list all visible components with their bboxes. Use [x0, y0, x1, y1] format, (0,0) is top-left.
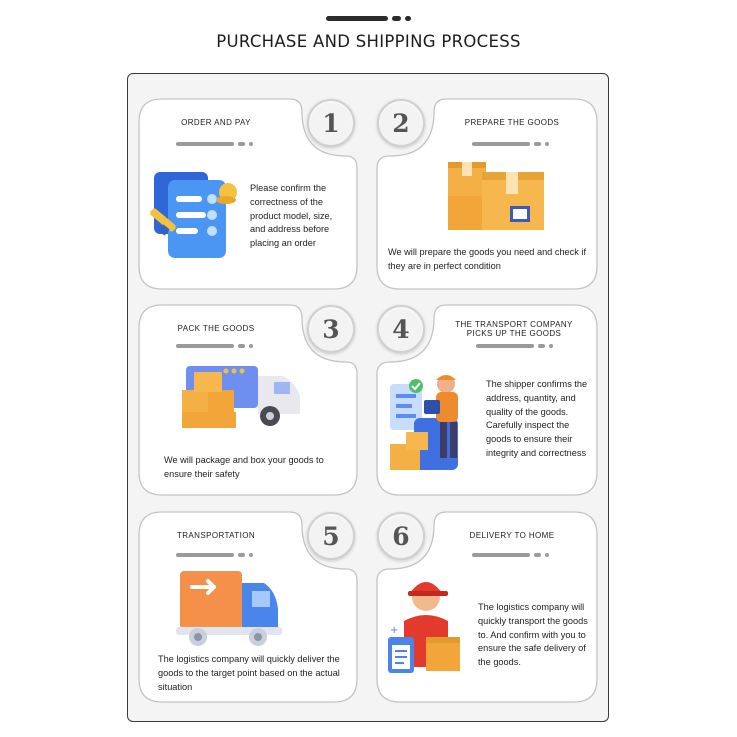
step-number-2: 2	[377, 99, 425, 147]
step-card-1: ORDER AND PAY Please confirm the correct…	[138, 98, 358, 290]
step-title: ORDER AND PAY	[181, 118, 251, 127]
title-underline	[472, 553, 554, 558]
packed-truck-icon	[182, 366, 300, 428]
step-card-4: THE TRANSPORT COMPANY PICKS UP THE GOODS…	[376, 304, 598, 496]
step-description: The logistics company will quickly trans…	[478, 602, 588, 668]
step-title-line-2: PICKS UP THE GOODS	[466, 329, 562, 338]
step-number-5: 5	[307, 512, 355, 560]
svg-text:+: +	[390, 625, 398, 636]
top-decoration	[326, 16, 412, 22]
order-form-icon	[150, 172, 237, 258]
step-description: The shipper confirms the address, quanti…	[486, 379, 588, 458]
title-underline	[176, 344, 258, 349]
step-title: TRANSPORTATION	[176, 531, 256, 540]
step-card-3: PACK THE GOODS We will package and box y…	[138, 304, 358, 496]
step-number-3: 3	[307, 305, 355, 353]
step-title: PREPARE THE GOODS	[464, 118, 560, 127]
step-title-line-1: THE TRANSPORT COMPANY	[455, 320, 573, 329]
title-underline	[176, 142, 258, 147]
page-title: PURCHASE AND SHIPPING PROCESS	[216, 32, 521, 51]
step-number-4: 4	[377, 305, 425, 353]
step-card-6: DELIVERY TO HOME + The logistics company…	[376, 511, 598, 703]
truck-icon	[176, 571, 282, 646]
step-card-2: PREPARE THE GOODS We will prepare the go…	[376, 98, 598, 290]
step-description: We will prepare the goods you need and c…	[388, 247, 586, 271]
title-underline	[476, 344, 558, 349]
boxes-icon	[448, 162, 544, 230]
step-description: Please confirm the correctness of the pr…	[250, 183, 333, 249]
step-description: We will package and box your goods to en…	[164, 455, 324, 479]
title-underline	[176, 553, 258, 558]
title-underline	[472, 142, 554, 147]
step-title: DELIVERY TO HOME	[469, 531, 555, 540]
courier-icon: +	[388, 582, 460, 673]
step-card-5: TRANSPORTATION The logistics company wil…	[138, 511, 358, 703]
step-description: The logistics company will quickly deliv…	[158, 654, 340, 692]
step-number-6: 6	[377, 512, 425, 560]
step-number-1: 1	[307, 99, 355, 147]
shipper-icon	[390, 375, 458, 470]
step-title: PACK THE GOODS	[177, 324, 255, 333]
